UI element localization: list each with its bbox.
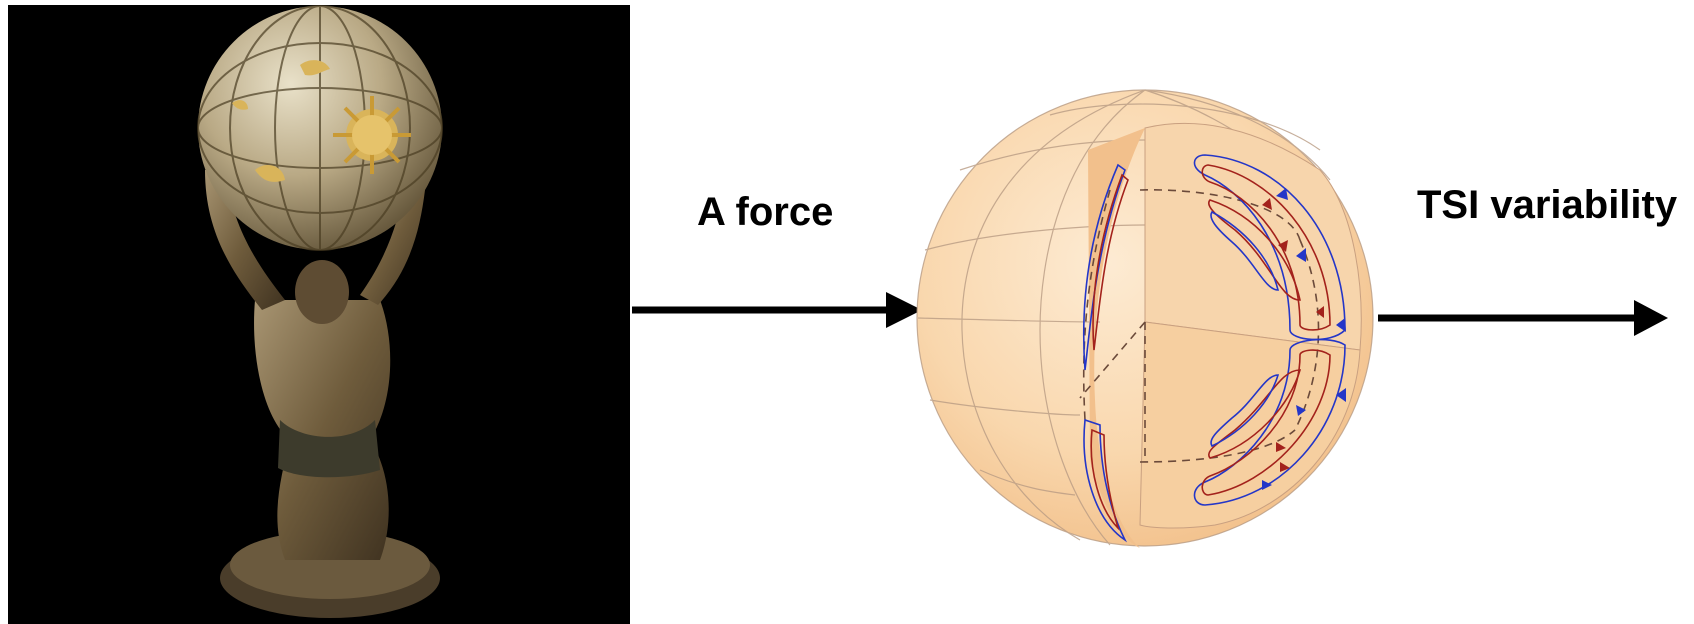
tsi-arrow [1378,300,1668,336]
force-label: A force [697,192,833,232]
tsi-variability-label: TSI variability [1417,185,1677,225]
sun-cutaway-diagram [917,90,1373,548]
atlas-statue-photo [8,5,630,624]
force-arrow [632,292,922,328]
cutaway-wedge [1145,123,1361,350]
